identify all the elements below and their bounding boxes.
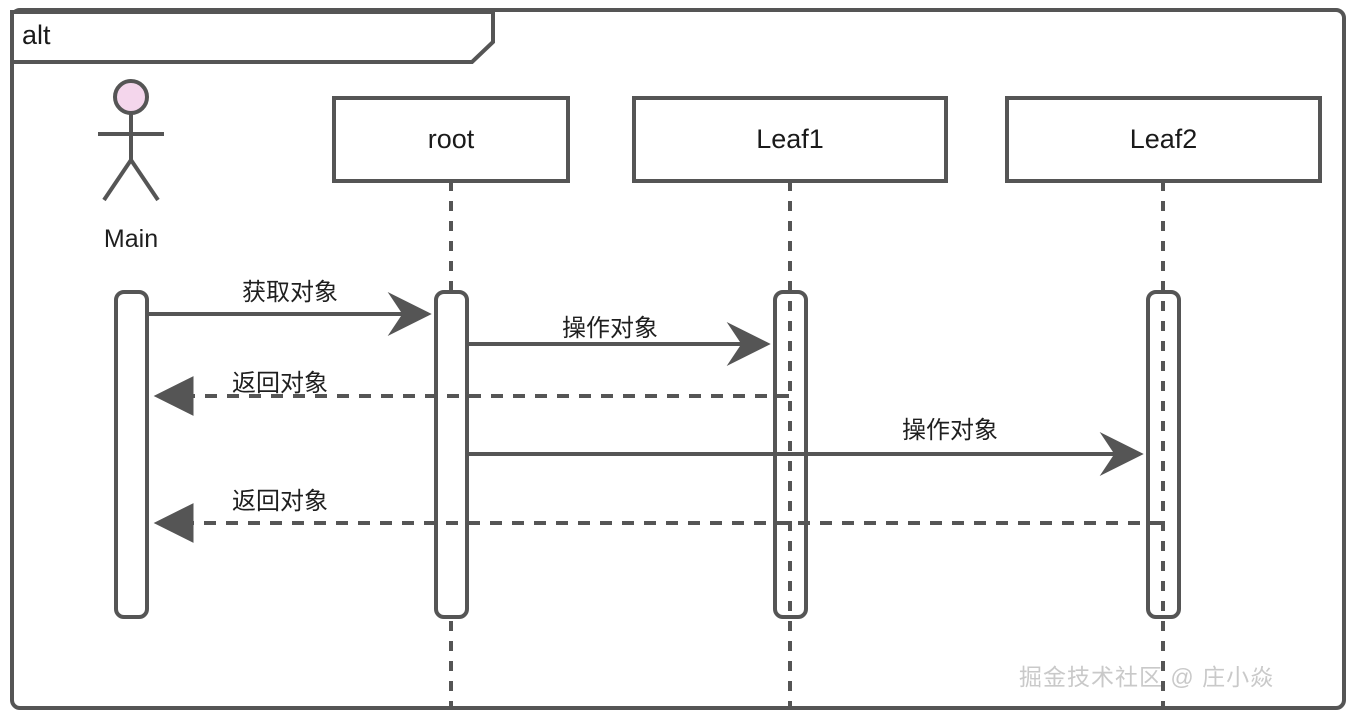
actor-label-main: Main (103, 225, 159, 253)
activation-bar-leaf2 (1146, 290, 1181, 619)
message-label-2: 操作对象 (562, 315, 658, 342)
activation-bar-main (114, 290, 149, 619)
actor-leg-left (102, 158, 133, 202)
message-label-3: 返回对象 (232, 370, 328, 397)
participant-label-leaf1: Leaf1 (756, 124, 824, 154)
message-label-5: 返回对象 (232, 488, 328, 515)
message-label-4: 操作对象 (902, 417, 998, 444)
actor-leg-right (129, 158, 160, 202)
watermark-text: 掘金技术社区 @ 庄小焱 (1019, 664, 1275, 690)
participant-box-root[interactable] (332, 96, 570, 183)
activation-bar-root (434, 290, 469, 619)
diagram-frame (10, 8, 1346, 710)
actor-main-figure (98, 79, 164, 202)
participant-box-leaf1[interactable] (632, 96, 948, 183)
participant-label-root: root (427, 124, 475, 154)
participant-label-leaf2: Leaf2 (1129, 124, 1198, 154)
message-label-1: 获取对象 (242, 279, 338, 306)
actor-head-icon (113, 79, 149, 115)
alt-operator-label: alt (22, 20, 51, 50)
alt-operator-tab (10, 10, 495, 64)
